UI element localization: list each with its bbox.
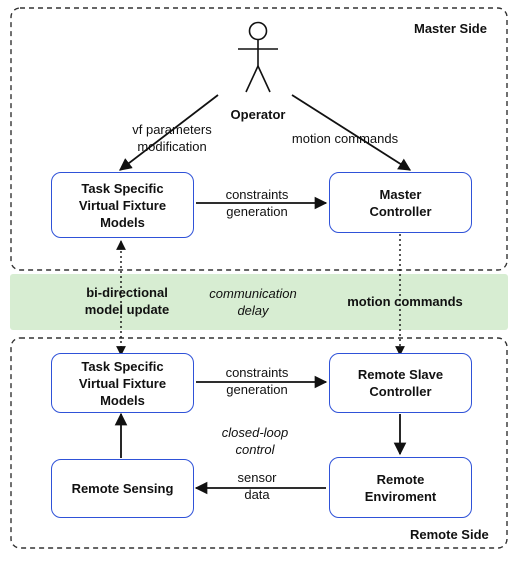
operator-label: Operator [230,107,286,122]
motion-commands-top-label: motion commands [291,131,399,146]
remote-environment-box[interactable]: Remote Enviroment [329,457,472,518]
arrow-operator-to-vf-models [118,94,219,171]
master-side-region [10,7,508,271]
master-vf-models-box[interactable]: Task Specific Virtual Fixture Models [51,172,194,238]
remote-side-title: Remote Side [410,527,489,542]
master-side-title: Master Side [414,21,487,36]
remote-slave-controller-box[interactable]: Remote Slave Controller [329,353,472,413]
bidirectional-update-label: bi-directional model update [84,285,170,317]
remote-vf-models-box[interactable]: Task Specific Virtual Fixture Models [51,353,194,413]
sensor-data-label: sensor data [237,470,277,502]
master-controller-box[interactable]: Master Controller [329,172,472,233]
arrow-operator-to-master-controller [291,94,412,171]
remote-sensing-box[interactable]: Remote Sensing [51,459,194,518]
motion-commands-channel-label: motion commands [347,294,463,309]
constraints-generation-remote-label: constraints generation [225,365,289,397]
communication-delay-label: communication delay [209,286,297,318]
closed-loop-control-label: closed-loop control [221,425,289,457]
communication-band [10,274,508,330]
remote-side-region [10,337,508,549]
operator-figure-icon [238,21,278,93]
vf-parameters-label: vf parameters modification [132,122,212,154]
constraints-generation-master-label: constraints generation [225,187,289,219]
